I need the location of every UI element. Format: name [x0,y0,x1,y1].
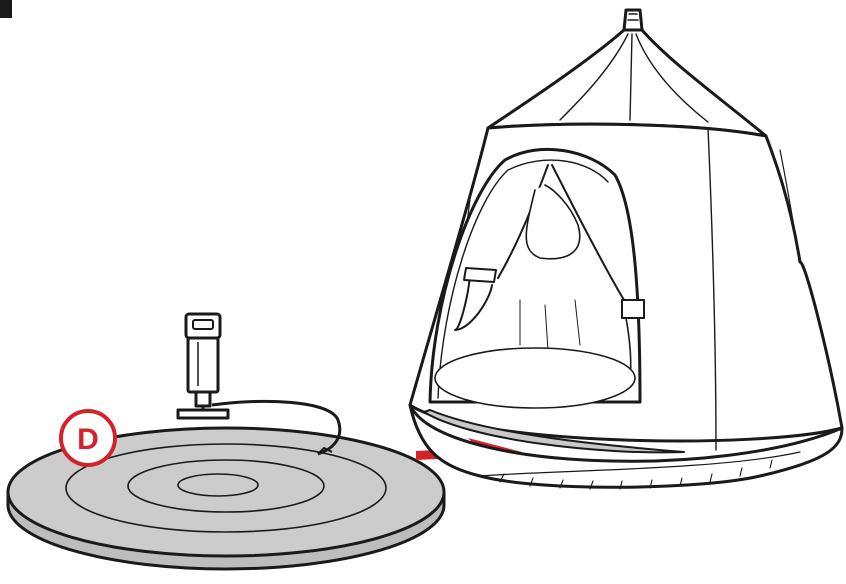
pump-barrel [188,338,218,392]
tent-floor [435,348,635,408]
tent-roof [488,30,766,136]
pump-handle-grip [193,320,213,329]
tent-flap-right [622,300,644,318]
callout-d: D [61,411,115,465]
callout-letter: D [77,423,99,456]
pump-neck [196,392,210,406]
corner-mark [0,0,12,18]
hanging-tent [410,10,842,489]
pump-foot [178,410,228,418]
